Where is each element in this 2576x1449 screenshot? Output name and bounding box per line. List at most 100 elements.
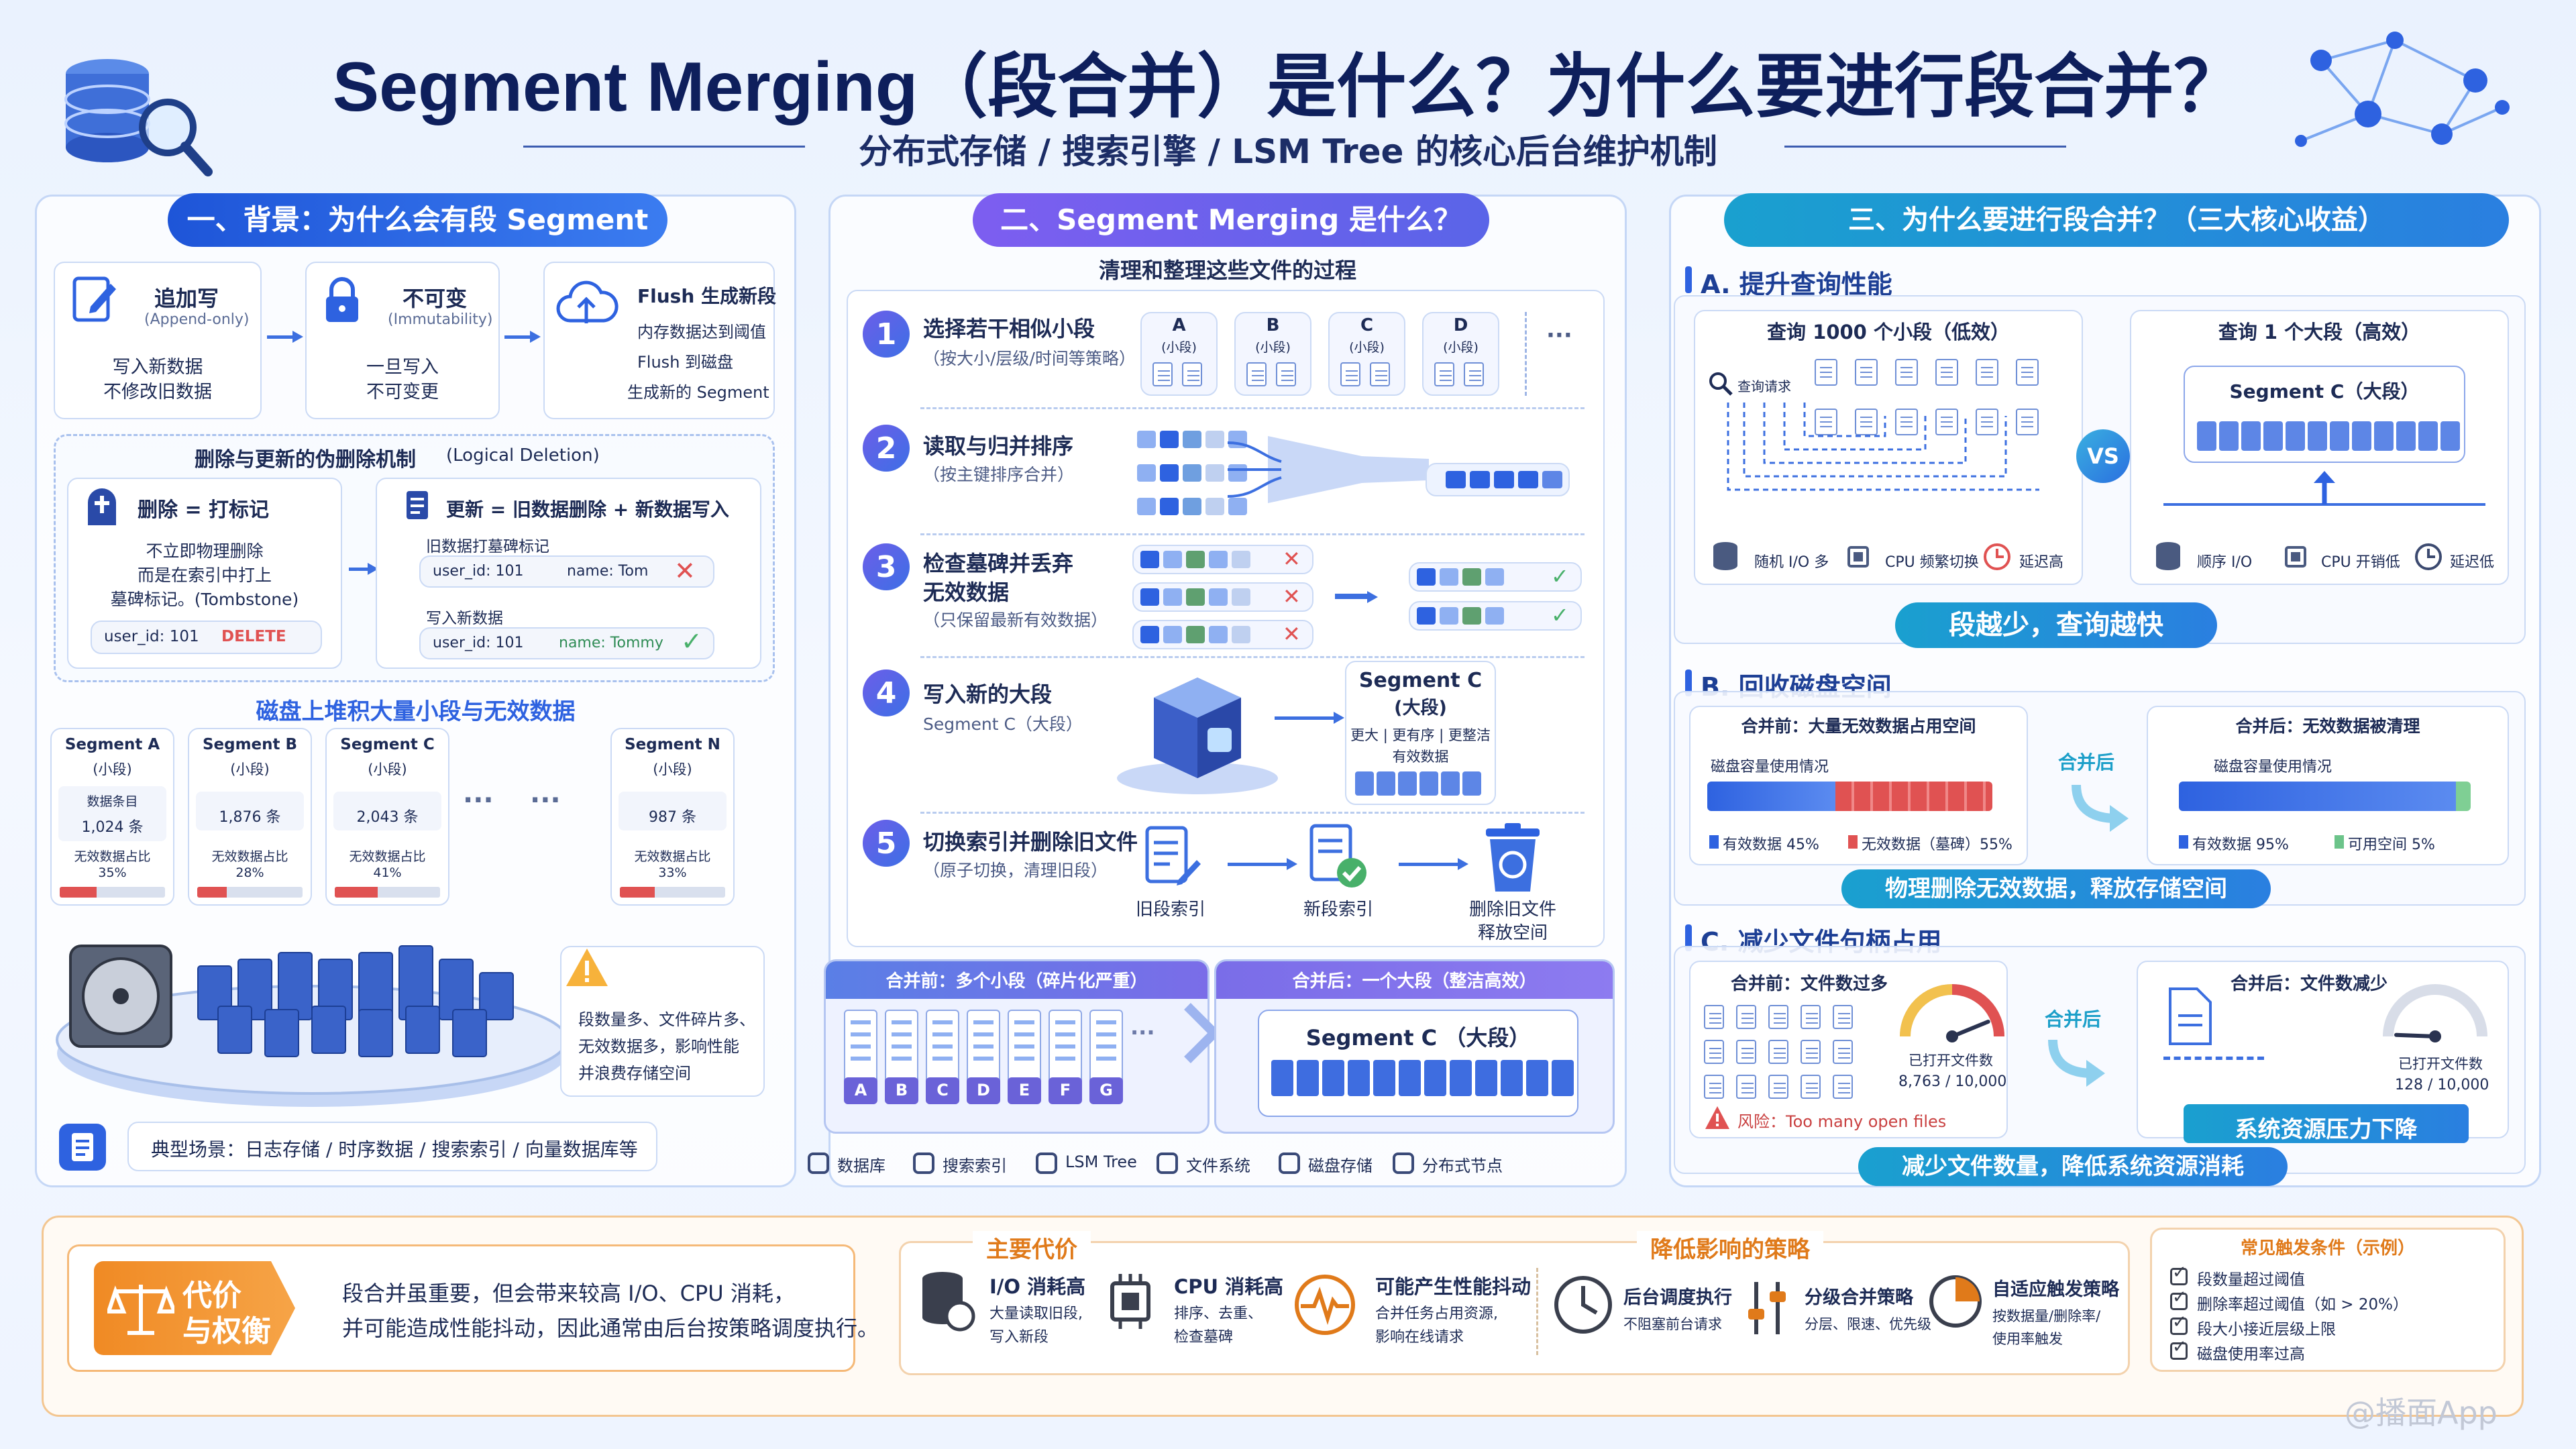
segment-letter: A (854, 1081, 867, 1099)
file-icon (1182, 362, 1202, 386)
small-segment-file-icon (1976, 359, 1998, 386)
flow-arrow (1275, 712, 1344, 724)
invalid-label: 无效数据占比 (349, 849, 426, 864)
balance-scale-icon (107, 1278, 174, 1338)
big-segment-label: Segment C（大段） (2229, 380, 2420, 402)
usage-tag: 数据库 (837, 1157, 885, 1175)
warning-icon (1704, 1105, 1731, 1130)
file-icon (1768, 1005, 1788, 1029)
strategy-item-desc: 不阻塞前台请求 (1623, 1316, 1722, 1332)
small-segment-file-icon (2016, 409, 2039, 435)
delete-desc: 不立即物理删除 (146, 541, 264, 561)
before-merge-title: 合并前：多个小段（碎片化严重） (885, 971, 1148, 991)
prop-sub: (Immutability) (388, 311, 493, 328)
query-request-label: 查询请求 (1737, 378, 1791, 394)
benefit-a-banner: 段越少，查询越快 (1895, 602, 2217, 648)
count-box (333, 792, 441, 830)
segment-letter: G (1099, 1081, 1113, 1099)
record-id: user_id: 101 (433, 563, 524, 580)
file-icon (1704, 1040, 1724, 1064)
check-icon: ✓ (2172, 1337, 2187, 1357)
file-icon (1768, 1040, 1788, 1064)
legend-valid: 有效数据 45% (1723, 837, 1819, 853)
legend-valid-swatch (1709, 835, 1719, 849)
typical-scenarios: 典型场景：日志存储 / 时序数据 / 搜索索引 / 向量数据库等 (151, 1138, 638, 1161)
after-merge-title: 合并后：一个大段（整洁高效） (1292, 971, 1537, 991)
prop-desc: 写入新数据 (112, 357, 203, 378)
cost-item-title: I/O 消耗高 (989, 1275, 1086, 1298)
sort-row (1137, 498, 1247, 515)
network-icon (1389, 1148, 1418, 1178)
segment-sub: (小段) (93, 761, 132, 777)
small-segment-file-icon (1976, 409, 1998, 435)
pie-chart-icon (1925, 1271, 1986, 1332)
search-icon (1707, 370, 1734, 397)
mini-segment-letter: D (1453, 315, 1468, 335)
small-segment-file (1049, 1010, 1082, 1090)
open-files-label: 已打开文件数 (2398, 1056, 2483, 1072)
segment-letter: E (1018, 1081, 1030, 1099)
small-segment-file-icon (2016, 359, 2039, 386)
warning-text: 无效数据多，影响性能 (578, 1037, 739, 1056)
cloud-upload-icon (554, 276, 619, 330)
segment-letter-tag (926, 1077, 959, 1104)
segment-letter-tag (967, 1077, 1000, 1104)
step-number: 3 (863, 543, 910, 590)
small-segment-file (844, 1010, 877, 1090)
document-icon (402, 488, 432, 522)
legend-valid: 有效数据 95% (2192, 837, 2289, 853)
segment-letter: D (977, 1081, 990, 1099)
tradeoff-desc: 并可能造成性能抖动，因此通常由后台按策略调度执行。 (342, 1316, 879, 1341)
scene-box (127, 1122, 657, 1171)
segment-name: Segment C (340, 736, 435, 753)
segment-name: Segment A (64, 736, 160, 753)
trigger-box (2150, 1228, 2506, 1372)
tradeoff-badge-text: 代价 (182, 1279, 241, 1313)
invalid-ratio-bar (197, 887, 303, 898)
segment-letter-tag (1049, 1077, 1082, 1104)
small-segment-file-icon (1815, 359, 1837, 386)
count-label: 数据条目 (87, 794, 138, 809)
sliders-icon (1744, 1278, 1791, 1338)
usage-tag: 文件系统 (1186, 1157, 1250, 1175)
disk-before-title: 合并前：大量无效数据占用空间 (1741, 716, 1976, 736)
file-icon (1833, 1075, 1853, 1099)
single-file-icon (2163, 986, 2217, 1046)
usage-tag: LSM Tree (1065, 1152, 1137, 1171)
ellipsis: ··· (1130, 1020, 1155, 1045)
benefit-b-banner: 物理删除无效数据，释放存储空间 (1841, 869, 2271, 908)
file-icon (1833, 1005, 1853, 1029)
strategy-item-desc: 按数据量/删除率/ (1992, 1308, 2101, 1324)
prop-desc: Flush 到磁盘 (637, 353, 734, 372)
legend-valid-swatch (2179, 835, 2188, 849)
cost-item-title: CPU 消耗高 (1174, 1275, 1284, 1298)
old-index-icon (1140, 824, 1201, 891)
cost-label: CPU 频繁切换 (1885, 554, 1979, 571)
open-files-label: 已打开文件数 (1909, 1053, 1993, 1069)
count-box (619, 792, 727, 830)
files-before-title: 合并前：文件数过多 (1731, 974, 1888, 994)
prop-append-only (54, 262, 262, 419)
trigger-item: 段大小接近层级上限 (2197, 1321, 2336, 1338)
invalid-ratio: 28% (235, 865, 264, 880)
trigger-item: 磁盘使用率过高 (2197, 1346, 2305, 1363)
tombstone-icon (84, 486, 120, 527)
step-title: 读取与归并排序 (923, 433, 1074, 459)
file-icon (1704, 1075, 1724, 1099)
file-icon (1768, 1075, 1788, 1099)
curved-arrow-icon (2070, 778, 2130, 832)
step-desc: （按大小/层级/时间等策略） (923, 349, 1136, 368)
prop-desc: 一旦写入 (366, 357, 439, 378)
delete-desc: 而是在索引中打上 (137, 566, 272, 585)
benefit-c-marker (1685, 924, 1692, 951)
tradeoff-desc: 段合并虽重要，但会带来较高 I/O、CPU 消耗， (342, 1281, 795, 1306)
ellipsis: ··· (530, 785, 561, 816)
prop-desc: 不修改旧数据 (103, 382, 212, 402)
legend-free-swatch (2334, 835, 2344, 849)
segment-letter: F (1059, 1081, 1071, 1099)
vs-badge: VS (2076, 429, 2130, 483)
benefit-label: 顺序 I/O (2197, 554, 2253, 571)
after-merge-arrow-label: 合并后 (2044, 1008, 2101, 1030)
vs-label: VS (2087, 443, 2119, 469)
benefit-a-title: A. 提升查询性能 (1701, 270, 1892, 299)
